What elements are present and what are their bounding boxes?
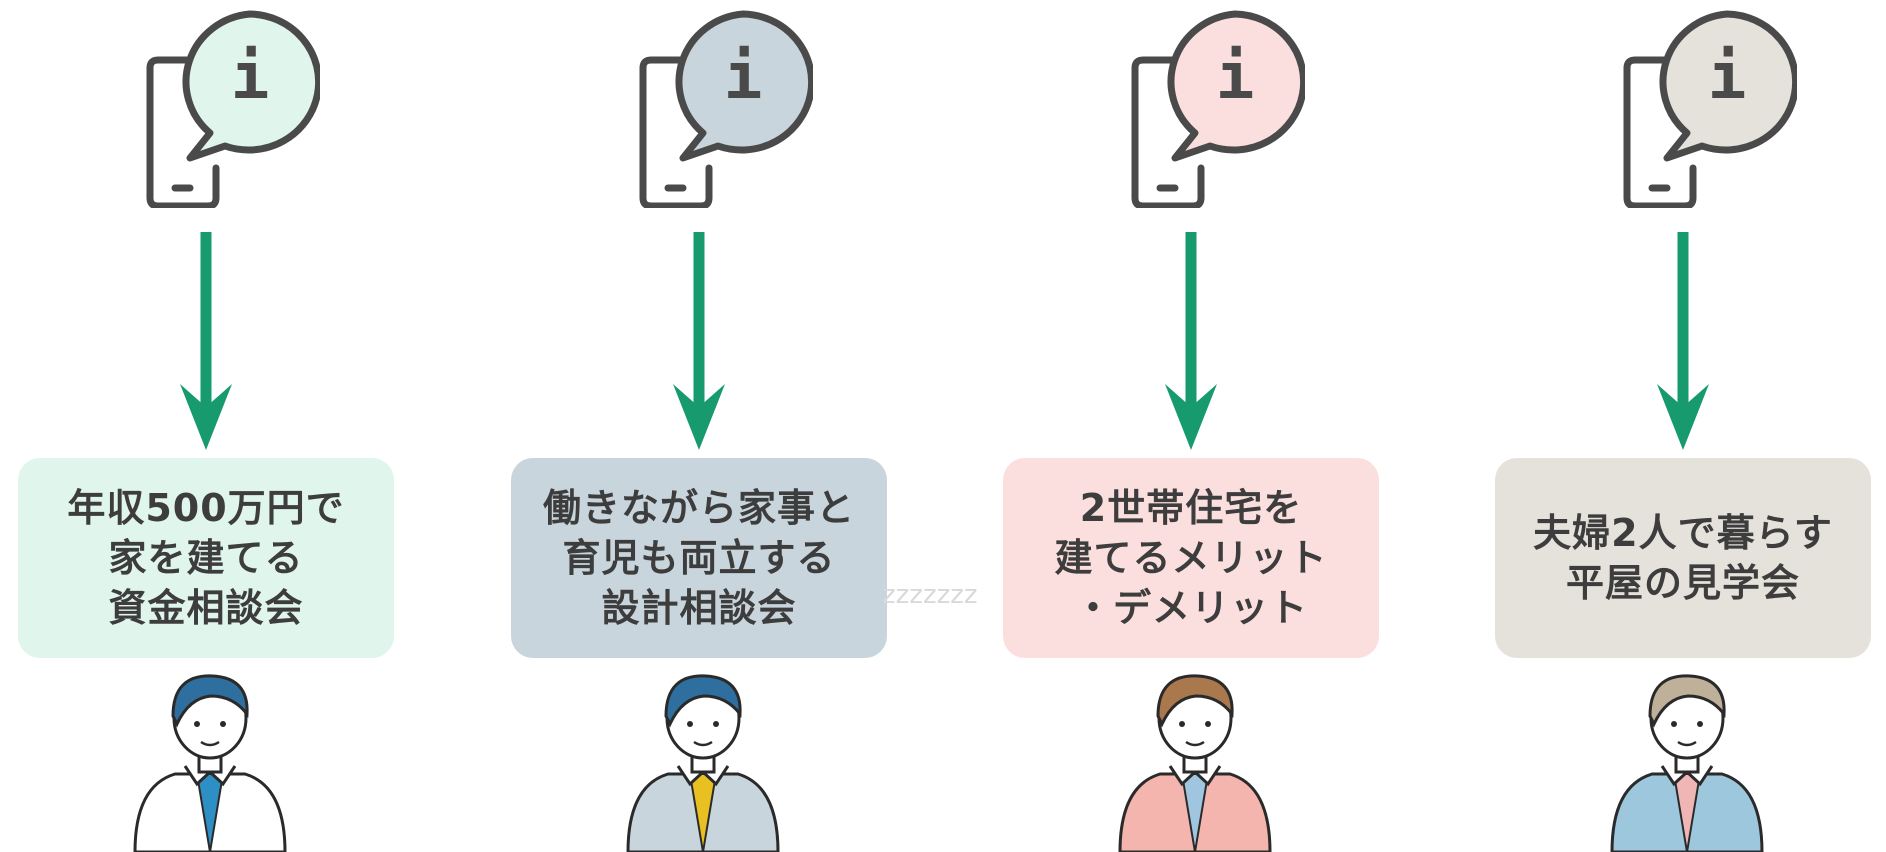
diagram-column-1: i 年収500万円で 家を建てる 資金相談会 <box>0 0 394 852</box>
info-glyph: i <box>1216 40 1255 114</box>
phone-info-icon: i <box>1131 10 1305 208</box>
person-illustration <box>626 674 780 852</box>
event-title: 2世帯住宅を 建てるメリット ・デメリット <box>1054 486 1328 630</box>
diagram-column-2: i 働きながら家事と 育児も両立する 設計相談会 <box>493 0 887 852</box>
down-arrow-icon <box>673 232 725 450</box>
down-arrow-icon <box>1657 232 1709 450</box>
down-arrow-icon <box>1165 232 1217 450</box>
watermark-text: zzzzzzz <box>882 580 978 610</box>
event-card[interactable]: 2世帯住宅を 建てるメリット ・デメリット <box>1003 458 1379 658</box>
event-card[interactable]: 夫婦2人で暮らす 平屋の見学会 <box>1495 458 1871 658</box>
phone-info-icon: i <box>146 10 320 208</box>
event-card[interactable]: 働きながら家事と 育児も両立する 設計相談会 <box>511 458 887 658</box>
event-title: 夫婦2人で暮らす 平屋の見学会 <box>1533 511 1833 605</box>
person-illustration <box>1610 674 1764 852</box>
event-title: 働きながら家事と 育児も両立する 設計相談会 <box>542 486 855 630</box>
down-arrow-icon <box>180 232 232 450</box>
info-glyph: i <box>231 40 270 114</box>
event-title: 年収500万円で 家を建てる 資金相談会 <box>67 486 345 630</box>
diagram-column-3: i 2世帯住宅を 建てるメリット ・デメリット <box>985 0 1379 852</box>
info-glyph: i <box>1708 40 1747 114</box>
person-illustration <box>133 674 287 852</box>
phone-info-icon: i <box>1623 10 1797 208</box>
event-card[interactable]: 年収500万円で 家を建てる 資金相談会 <box>18 458 394 658</box>
phone-info-icon: i <box>639 10 813 208</box>
diagram-column-4: i 夫婦2人で暮らす 平屋の見学会 <box>1477 0 1871 852</box>
person-illustration <box>1118 674 1272 852</box>
info-glyph: i <box>724 40 763 114</box>
